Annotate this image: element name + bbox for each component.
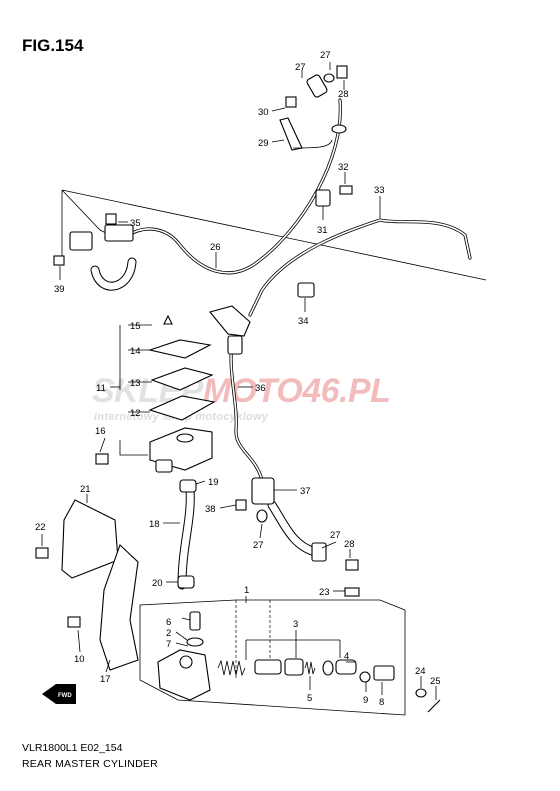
callout-2: 2: [166, 628, 171, 639]
callout-9: 9: [363, 695, 368, 706]
callouts: 1 2 3 4 5 6 7 8 9 10 11 12 13 14 15 16 1…: [35, 50, 441, 708]
callout-10: 10: [74, 654, 85, 665]
callout-39: 39: [54, 284, 65, 295]
callout-11: 11: [96, 383, 106, 394]
callout-6: 6: [166, 617, 171, 628]
callout-38: 38: [205, 504, 216, 515]
callout-17: 17: [100, 674, 111, 685]
callout-30: 30: [258, 107, 269, 118]
callout-27c: 27: [253, 540, 264, 551]
callout-5: 5: [307, 693, 312, 704]
callout-4: 4: [344, 651, 349, 662]
callout-18: 18: [149, 519, 160, 530]
callout-31: 31: [317, 225, 328, 236]
callout-14: 14: [130, 346, 141, 357]
callout-25: 25: [430, 676, 441, 687]
callout-22: 22: [35, 522, 46, 533]
callout-32: 32: [338, 162, 349, 173]
callout-12: 12: [130, 408, 141, 419]
callout-34: 34: [298, 316, 309, 327]
callout-27b: 27: [320, 50, 331, 61]
diagram-caption: REAR MASTER CYLINDER: [22, 758, 158, 770]
callout-23: 23: [319, 587, 330, 598]
callout-33: 33: [374, 185, 385, 196]
callout-16: 16: [95, 426, 106, 437]
callout-26: 26: [210, 242, 221, 253]
callout-3: 3: [293, 619, 298, 630]
callout-28b: 28: [344, 539, 355, 550]
callout-1: 1: [244, 585, 249, 596]
callout-28: 28: [338, 89, 349, 100]
callout-27d: 27: [330, 530, 341, 541]
leader-lines: [41, 62, 437, 700]
callout-36: 36: [255, 383, 266, 394]
fwd-arrow-icon: FWD: [42, 684, 76, 704]
callout-8: 8: [379, 697, 384, 708]
parts: [35, 65, 441, 713]
callout-21: 21: [80, 484, 91, 495]
callout-29: 29: [258, 138, 269, 149]
callout-27: 27: [295, 62, 306, 73]
callout-37: 37: [300, 486, 311, 497]
callout-15: 15: [130, 321, 141, 332]
callout-13: 13: [130, 378, 141, 389]
callout-35: 35: [130, 218, 141, 229]
callout-7: 7: [166, 639, 171, 650]
fwd-label: FWD: [58, 693, 72, 699]
figure-title: FIG.154: [22, 36, 84, 55]
callout-19: 19: [208, 477, 219, 488]
callout-24: 24: [415, 666, 426, 677]
pipes: [90, 98, 472, 590]
callout-20: 20: [152, 578, 163, 589]
diagram-code: VLR1800L1 E02_154: [22, 742, 123, 754]
